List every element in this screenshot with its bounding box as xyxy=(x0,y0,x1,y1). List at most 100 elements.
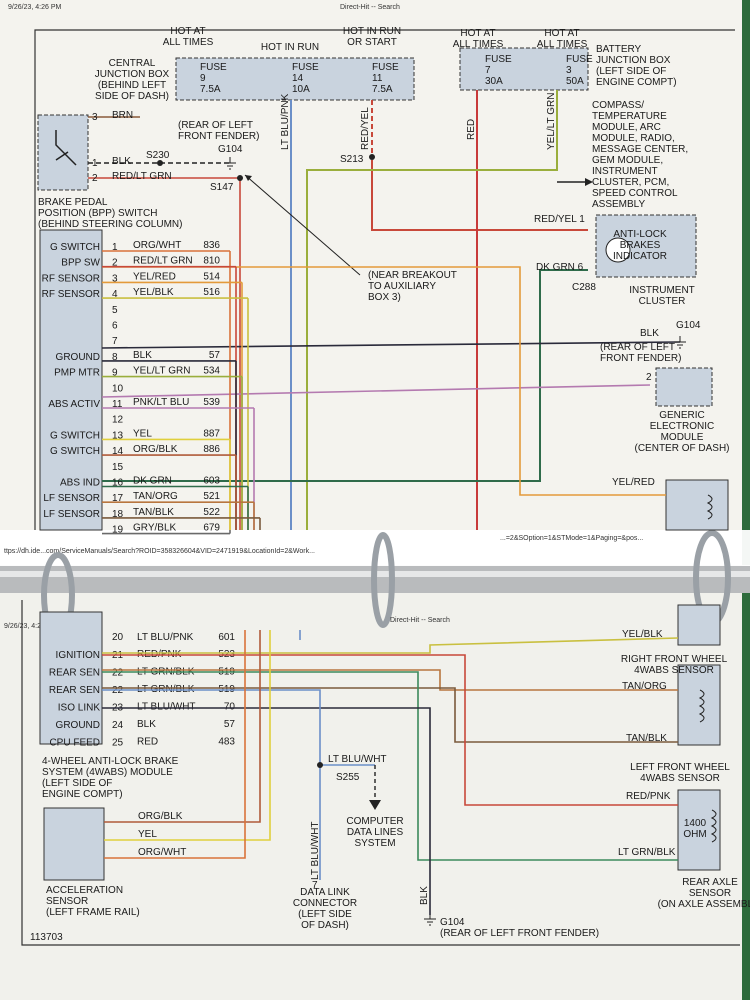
wire-tan-org-lf xyxy=(102,669,678,691)
rear-sensor-coil-icon xyxy=(710,809,717,843)
cluster-pin-1-label: RED/YEL 1 xyxy=(534,214,585,225)
fuse-3-label: FUSE xyxy=(566,54,593,65)
rf-yel-red-label: YEL/RED xyxy=(612,477,655,488)
module-fn-13: G SWITCH xyxy=(50,430,100,441)
wire-yel-blk-rf xyxy=(102,637,679,654)
wire-red-yel xyxy=(371,160,588,231)
wire-blk-g104-bottom xyxy=(102,707,431,915)
fuse-11-number: 11 xyxy=(372,73,383,84)
wire-red-pnk-rear xyxy=(102,654,678,806)
vlabel-red: RED xyxy=(466,119,477,140)
gem-pin-label: 2 xyxy=(646,372,652,383)
s147-label: S147 xyxy=(210,182,234,193)
module-pin-6: 6 xyxy=(112,321,118,332)
module-fn-lower-3: ISO LINK xyxy=(58,703,101,714)
splice-s147 xyxy=(237,175,243,181)
module-pin-9: 9 xyxy=(112,368,118,379)
vlabel-ltblu-wht: LT BLU/WHT xyxy=(310,821,321,880)
module-fn-1: G SWITCH xyxy=(50,242,100,253)
g104-label: G104 xyxy=(218,144,243,155)
diagram-border-upper xyxy=(34,29,735,530)
wire-tan-blk-lf xyxy=(102,687,678,743)
module-fn-lower-4: GROUND xyxy=(56,720,100,731)
wire-label-8: BLK xyxy=(133,350,152,361)
lf-tan-org-label: TAN/ORG xyxy=(622,681,667,692)
wire-yel-red-rf xyxy=(102,266,666,496)
ground-g104-bpp-icon xyxy=(224,157,236,170)
splice-s230 xyxy=(157,160,163,166)
circuit-13: 887 xyxy=(203,428,220,439)
wire-label-17: TAN/ORG xyxy=(133,491,178,502)
lower-header-timestamp: 9/26/23, 4:26 PM xyxy=(4,623,57,630)
acceleration-sensor-box xyxy=(43,807,105,881)
circuit-11: 539 xyxy=(203,397,220,408)
fuse-7-rating: 30A xyxy=(485,76,503,87)
wire-yel-ltgrn xyxy=(306,90,558,530)
s213-label: S213 xyxy=(340,154,364,165)
module-pin-12: 12 xyxy=(112,415,124,426)
fuse-11-rating: 7.5A xyxy=(372,84,393,95)
url-left[interactable]: ttps://dh.ide...com/ServiceManuals/Searc… xyxy=(4,548,315,555)
module-pin-18: 18 xyxy=(112,509,124,520)
vlabel-blk: BLK xyxy=(419,886,430,905)
wire-yel-accel xyxy=(104,630,271,841)
accel-wire-2: ORG/WHT xyxy=(138,847,186,858)
wire-label-19: GRY/BLK xyxy=(133,523,176,534)
bpp-pin-2: 2 xyxy=(92,173,98,184)
lf-sensor-box xyxy=(677,664,721,746)
lf-tan-blk-label: TAN/BLK xyxy=(626,733,667,744)
fuse-7-label: FUSE xyxy=(485,54,512,65)
rf-sensor-coil-icon xyxy=(706,494,713,520)
arrow-head-compass xyxy=(585,178,593,186)
wire-label-lower-4: BLK xyxy=(137,719,156,730)
dlc-pin-label: 7 xyxy=(312,880,318,891)
module-pin-lower-1: 22 xyxy=(112,668,124,679)
wire-label-lower-5: RED xyxy=(137,737,158,748)
module-fn-lower-5: CPU FEED xyxy=(49,738,100,749)
leader-breakout-arrow xyxy=(245,175,252,181)
circuit-14: 886 xyxy=(203,444,220,455)
vlabel-red-yel: RED/YEL xyxy=(360,107,371,150)
rear-ltgrn-blk-label: LT GRN/BLK xyxy=(618,847,676,858)
module-fn-lower-0: IGNITION xyxy=(56,650,100,661)
circuit-8: 57 xyxy=(209,350,221,361)
circuit-lower-4: 57 xyxy=(224,719,236,730)
gem-module-box xyxy=(655,367,713,407)
splice-s255 xyxy=(317,762,323,768)
rear-axle-sensor-box xyxy=(677,789,721,871)
wire-label-lower-3: LT BLU/WHT xyxy=(137,702,196,713)
computer-data-arrow-icon xyxy=(369,800,381,810)
fuse-3-number: 3 xyxy=(566,65,572,76)
rf-sensor-box-upper xyxy=(665,479,729,531)
circuit-lower-3: 70 xyxy=(224,702,236,713)
diagram-border-lower xyxy=(21,600,740,946)
circuit-3: 514 xyxy=(203,271,220,282)
s255-label: S255 xyxy=(336,772,360,783)
url-right[interactable]: ...=2&SOption=1&STMode=1&Paging=&pos... xyxy=(500,535,643,542)
module-pin-2: 2 xyxy=(112,258,118,269)
module-fn-11: ABS ACTIV xyxy=(48,399,100,410)
wire-dk-grn-abs-ind xyxy=(102,269,588,482)
module-fn-16: ABS IND xyxy=(60,478,100,489)
bpp-wire-3: BRN xyxy=(112,110,133,121)
wire-org-wht-accel xyxy=(104,630,246,859)
wire-blk-ground xyxy=(101,341,681,349)
module-fn-lower-1: REAR SEN xyxy=(49,668,100,679)
g104-bottom-label: G104(REAR OF LEFT FRONT FENDER) xyxy=(440,917,599,939)
fuse-14-supply: HOT IN RUN xyxy=(261,42,319,53)
leader-breakout xyxy=(244,174,361,276)
figure-number: 113703 xyxy=(30,932,63,943)
fuse-9-rating: 7.5A xyxy=(200,84,221,95)
wire-label-4: YEL/BLK xyxy=(133,287,174,298)
fuse-3-rating: 50A xyxy=(566,76,584,87)
